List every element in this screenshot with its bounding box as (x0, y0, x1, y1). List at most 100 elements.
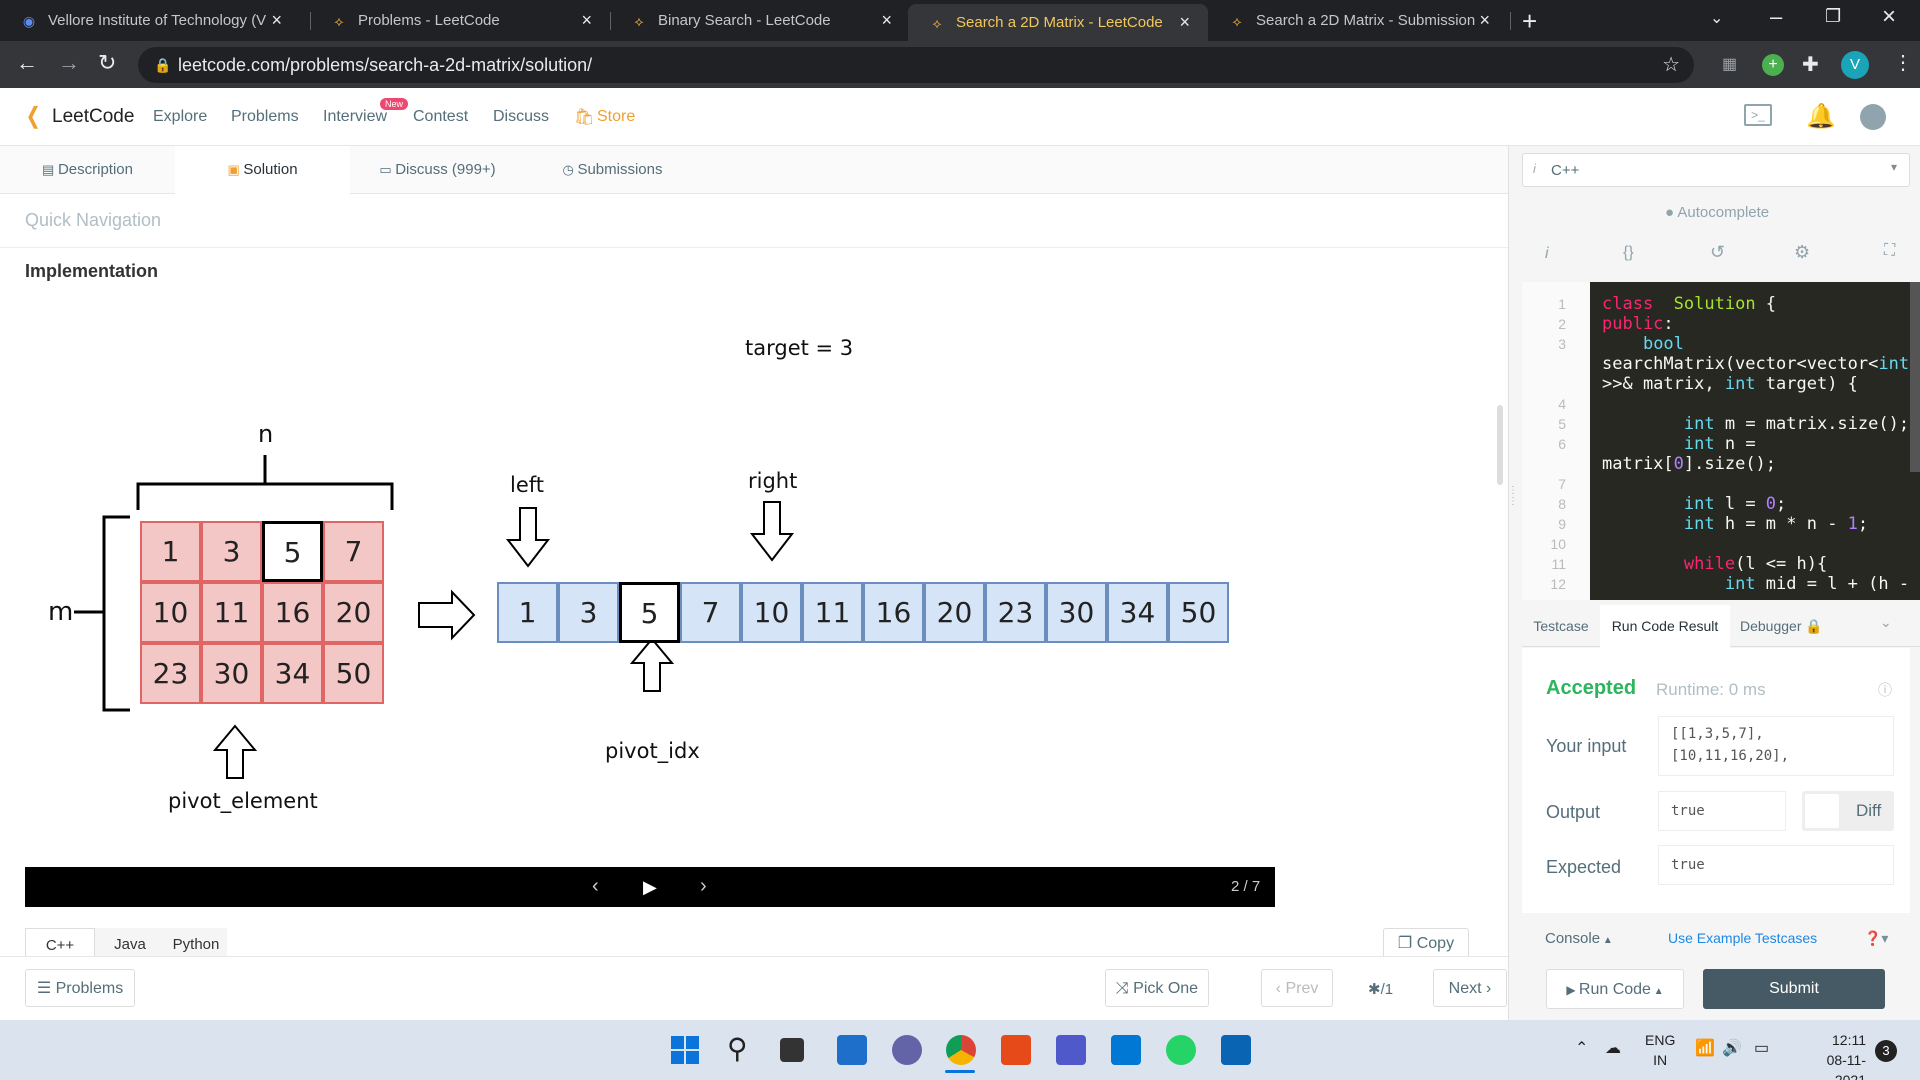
code-area[interactable] (1590, 282, 1920, 600)
back-icon[interactable]: ← (16, 50, 38, 75)
collapse-chevron-icon[interactable]: ⌄ (1880, 614, 1892, 630)
nav-store[interactable]: Store (597, 108, 636, 125)
tab-testcase[interactable]: Testcase (1533, 618, 1589, 634)
tab-run-code-result[interactable]: Run Code Result (1600, 605, 1730, 648)
forward-icon[interactable]: → (58, 50, 80, 75)
close-tab-icon[interactable]: × (271, 10, 282, 30)
teams-icon[interactable] (1056, 1035, 1086, 1065)
play-button[interactable]: ▶ (643, 877, 657, 897)
chrome-icon[interactable] (946, 1035, 976, 1065)
lang-tab-python[interactable]: Python (165, 928, 227, 956)
code-token: 1 (1847, 514, 1858, 534)
prev-problem-button[interactable]: ‹ Prev (1261, 969, 1333, 1007)
nav-problems[interactable]: Problems (231, 108, 299, 125)
nav-interview[interactable]: Interview (323, 108, 388, 125)
volume-icon[interactable]: 🔊 (1722, 1040, 1742, 1057)
notification-badge[interactable]: 3 (1875, 1040, 1897, 1062)
minimize-icon[interactable]: – (1770, 4, 1783, 29)
next-slide-button[interactable]: › (700, 875, 707, 897)
add-extension-icon[interactable]: + (1762, 54, 1784, 76)
console-toggle[interactable]: Console ▲ (1545, 930, 1613, 947)
close-window-icon[interactable]: × (1882, 3, 1897, 30)
tab-discuss[interactable]: ▭ Discuss (999+) (350, 146, 525, 194)
nav-discuss[interactable]: Discuss (493, 108, 550, 125)
nav-contest[interactable]: Contest (413, 108, 469, 125)
leetcode-logo-text[interactable]: LeetCode (52, 106, 135, 127)
autocomplete-toggle[interactable]: ● Autocomplete (1665, 204, 1769, 221)
playground-icon[interactable]: >_ (1744, 104, 1772, 126)
language-select[interactable]: i C++ ▾ (1522, 153, 1910, 187)
restore-icon[interactable]: ❐ (1825, 6, 1842, 26)
close-tab-icon[interactable]: × (1179, 12, 1190, 32)
close-tab-icon[interactable]: × (881, 10, 892, 30)
bookmark-star-icon[interactable]: ☆ (1662, 54, 1680, 76)
tab-description[interactable]: ▤ Description (0, 146, 175, 194)
profile-avatar[interactable]: V (1841, 51, 1869, 79)
resize-handle-icon[interactable]: ⋮⋮ (1508, 485, 1518, 507)
bug-icon: ✱ (1368, 981, 1381, 998)
settings-gear-icon[interactable]: ⚙ (1794, 242, 1811, 262)
extension-icon[interactable]: ▦ (1722, 56, 1738, 73)
content-scrollbar[interactable] (1497, 405, 1503, 485)
fullscreen-icon[interactable]: ⛶ (1884, 242, 1896, 259)
onedrive-cloud-icon[interactable]: ☁ (1605, 1040, 1621, 1057)
leetcode-logo-icon[interactable]: ❬ (24, 103, 43, 128)
battery-icon[interactable]: ▭ (1754, 1040, 1770, 1057)
browser-tab[interactable]: ⟡Search a 2D Matrix - Submission× (1208, 0, 1508, 41)
url-input[interactable]: 🔒 leetcode.com/problems/search-a-2d-matr… (138, 47, 1694, 83)
info-icon[interactable]: i (1545, 245, 1549, 262)
problems-list-button[interactable]: ☰ Problems (25, 969, 135, 1007)
widgets-icon[interactable] (837, 1035, 867, 1065)
lang-tab-java[interactable]: Java (95, 928, 165, 956)
office-icon[interactable] (1001, 1035, 1031, 1065)
notification-bell-icon[interactable]: 🔔 (1806, 103, 1836, 130)
nav-explore[interactable]: Explore (153, 108, 208, 125)
prev-slide-button[interactable]: ‹ (592, 875, 599, 897)
diff-toggle[interactable]: Diff (1802, 791, 1894, 831)
reset-icon[interactable]: ↺ (1710, 242, 1726, 262)
n-label: n (258, 420, 274, 448)
show-hidden-icons-chevron-icon[interactable]: ⌃ (1575, 1040, 1589, 1057)
next-problem-button[interactable]: Next › (1433, 969, 1507, 1007)
tab-debugger[interactable]: Debugger 🔒 (1740, 605, 1823, 647)
lang-tab-cpp[interactable]: C++ (25, 928, 95, 956)
pick-one-button[interactable]: ⤨ Pick One (1105, 969, 1209, 1007)
tab-search-chevron-icon[interactable]: ⌄ (1710, 10, 1724, 27)
play-icon: ▶ (1566, 983, 1579, 997)
tab-solution[interactable]: ▣ Solution (175, 146, 350, 194)
puzzle-extensions-icon[interactable]: ✚ (1802, 54, 1819, 76)
new-tab-icon[interactable]: + (1522, 6, 1538, 36)
result-status: Accepted (1546, 677, 1637, 699)
whatsapp-icon[interactable] (1166, 1035, 1196, 1065)
mail-icon[interactable] (1221, 1035, 1251, 1065)
chat-icon[interactable] (892, 1035, 922, 1065)
line-number: 8 (1558, 496, 1566, 512)
close-tab-icon[interactable]: × (1479, 10, 1490, 30)
search-icon[interactable]: ⚲ (727, 1033, 748, 1064)
help-dropdown-icon[interactable]: ❓▾ (1864, 930, 1889, 946)
format-braces-icon[interactable]: {} (1623, 244, 1634, 261)
user-avatar-icon[interactable] (1860, 104, 1886, 130)
wifi-icon[interactable]: 📶 (1695, 1040, 1715, 1057)
windows-start-icon[interactable] (671, 1036, 699, 1064)
task-view-icon[interactable] (780, 1038, 804, 1062)
submit-button[interactable]: Submit (1703, 969, 1885, 1009)
close-tab-icon[interactable]: × (581, 10, 592, 30)
browser-tab-active[interactable]: ⟡Search a 2D Matrix - LeetCode× (908, 4, 1208, 41)
tab-submissions[interactable]: ◷ Submissions (525, 146, 700, 194)
run-code-button[interactable]: ▶ Run Code ▲ (1546, 969, 1684, 1009)
quick-navigation[interactable]: Quick Navigation (25, 210, 162, 230)
editor-scrollbar[interactable] (1910, 282, 1920, 472)
help-icon[interactable]: ⓘ (1878, 682, 1892, 698)
prev-label: Prev (1285, 980, 1319, 997)
browser-menu-icon[interactable]: ⋮ (1893, 52, 1913, 74)
vscode-icon[interactable] (1111, 1035, 1141, 1065)
browser-tab[interactable]: ⟡Problems - LeetCode× (310, 0, 610, 41)
reload-icon[interactable]: ↻ (98, 50, 117, 75)
use-example-testcases-link[interactable]: Use Example Testcases (1668, 930, 1818, 946)
browser-tab[interactable]: ⟡Binary Search - LeetCode× (610, 0, 910, 41)
browser-tab[interactable]: ◉Vellore Institute of Technology (V× (0, 0, 300, 41)
copy-button[interactable]: ❐ Copy (1383, 928, 1469, 958)
